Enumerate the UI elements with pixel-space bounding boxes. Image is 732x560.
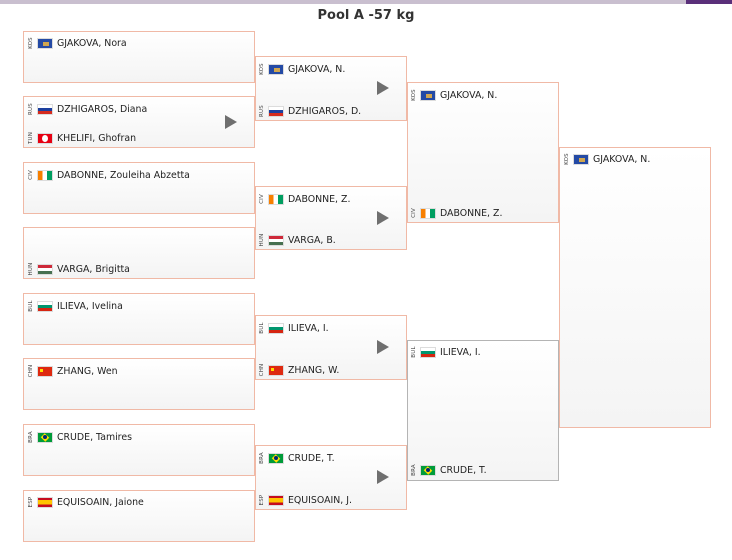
- match-r3-1[interactable]: [407, 82, 559, 223]
- top-bar-accent: [686, 0, 732, 4]
- flag-bul-icon: [37, 300, 53, 312]
- competitor-entry[interactable]: HUN VARGA, Brigitta: [28, 262, 130, 276]
- match-r1-3[interactable]: [23, 162, 255, 214]
- competitor-entry[interactable]: HUN VARGA, B.: [259, 233, 336, 247]
- competitor-entry[interactable]: CIV DABONNE, Zouleiha Abzetta: [28, 169, 190, 181]
- competitor-entry[interactable]: BUL ILIEVA, Ivelina: [28, 300, 123, 312]
- competitor-entry[interactable]: BRA CRUDE, T.: [259, 452, 335, 464]
- competitor-entry[interactable]: RUS DZHIGAROS, Diana: [28, 103, 148, 115]
- play-icon[interactable]: [225, 115, 237, 129]
- flag-esp-icon: [268, 494, 284, 506]
- competitor-entry[interactable]: CHN ZHANG, W.: [259, 363, 340, 377]
- match-r1-7[interactable]: [23, 424, 255, 476]
- flag-hun-icon: [268, 234, 284, 246]
- match-r1-5[interactable]: [23, 293, 255, 345]
- flag-kos-icon: [268, 63, 284, 75]
- flag-hun-icon: [37, 263, 53, 275]
- competitor-entry[interactable]: KOS GJAKOVA, N.: [411, 89, 498, 101]
- match-r1-1[interactable]: [23, 31, 255, 83]
- competitor-entry[interactable]: KOS GJAKOVA, N.: [259, 63, 346, 75]
- competitor-entry[interactable]: TUN KHELIFI, Ghofran: [28, 131, 137, 145]
- flag-civ-icon: [420, 207, 436, 219]
- flag-bul-icon: [420, 346, 436, 358]
- play-icon[interactable]: [377, 81, 389, 95]
- flag-bra-icon: [37, 431, 53, 443]
- match-r3-2[interactable]: [407, 340, 559, 481]
- competitor-entry[interactable]: BRA CRUDE, T.: [411, 464, 487, 476]
- play-icon[interactable]: [377, 470, 389, 484]
- flag-rus-icon: [268, 105, 284, 117]
- competitor-entry[interactable]: BRA CRUDE, Tamires: [28, 431, 132, 443]
- top-bar: [0, 0, 732, 4]
- flag-chn-icon: [37, 365, 53, 377]
- competitor-entry[interactable]: RUS DZHIGAROS, D.: [259, 105, 362, 117]
- flag-bra-icon: [268, 452, 284, 464]
- play-icon[interactable]: [377, 340, 389, 354]
- match-r1-8[interactable]: [23, 490, 255, 542]
- match-final[interactable]: [559, 147, 711, 428]
- flag-civ-icon: [268, 193, 284, 205]
- flag-civ-icon: [37, 169, 53, 181]
- competitor-entry[interactable]: CIV DABONNE, Z.: [411, 207, 503, 219]
- match-r1-4[interactable]: [23, 227, 255, 279]
- competitor-entry[interactable]: BUL ILIEVA, I.: [411, 346, 481, 358]
- competitor-entry[interactable]: BUL ILIEVA, I.: [259, 322, 329, 334]
- match-r1-6[interactable]: [23, 358, 255, 410]
- pool-title: Pool A -57 kg: [317, 8, 415, 23]
- flag-rus-icon: [37, 103, 53, 115]
- competitor-entry[interactable]: CHN ZHANG, Wen: [28, 364, 118, 378]
- match-r1-2[interactable]: [23, 96, 255, 148]
- competitor-entry[interactable]: CIV DABONNE, Z.: [259, 193, 351, 205]
- flag-bra-icon: [420, 464, 436, 476]
- play-icon[interactable]: [377, 211, 389, 225]
- flag-chn-icon: [268, 364, 284, 376]
- competitor-entry[interactable]: KOS GJAKOVA, Nora: [28, 37, 127, 49]
- flag-kos-icon: [37, 37, 53, 49]
- flag-kos-icon: [420, 89, 436, 101]
- competitor-entry[interactable]: ESP EQUISOAIN, J.: [259, 494, 352, 506]
- flag-tun-icon: [37, 132, 53, 144]
- flag-esp-icon: [37, 496, 53, 508]
- competitor-entry[interactable]: ESP EQUISOAIN, Jaione: [28, 496, 144, 508]
- flag-kos-icon: [573, 153, 589, 165]
- competitor-entry[interactable]: KOS GJAKOVA, N.: [564, 153, 651, 165]
- flag-bul-icon: [268, 322, 284, 334]
